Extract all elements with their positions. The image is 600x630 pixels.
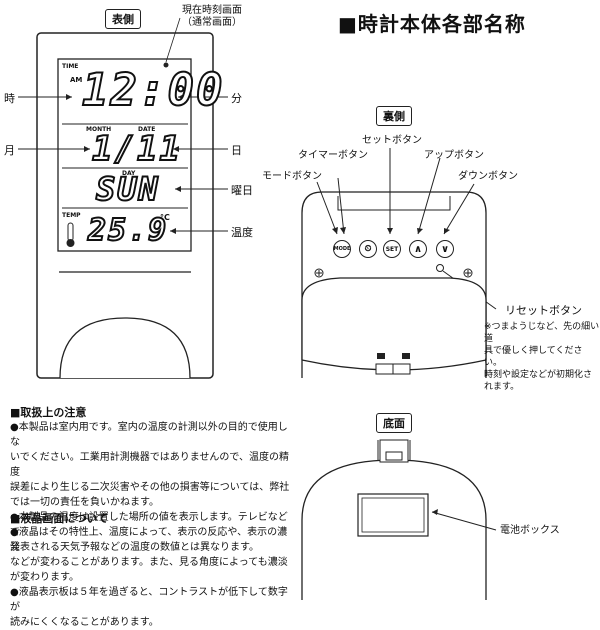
mode-button[interactable]: MODE	[333, 240, 351, 258]
handling-text: ●本製品は室内用です。室内の温度の計測以外の目的で使用しな いでください。工業用…	[10, 422, 290, 553]
battery-box-label: 電池ボックス	[500, 525, 560, 536]
front-label: 表側	[105, 9, 141, 29]
page-title: ■時計本体各部名称	[338, 12, 526, 36]
up-button[interactable]: ∧	[409, 240, 427, 258]
month-caption: MONTH	[86, 126, 112, 133]
down-button-label: ダウンボタン	[458, 171, 518, 182]
handling-title: ■取扱上の注意	[10, 406, 87, 419]
current-time-label: 現在時刻画面	[182, 5, 242, 16]
lcd-notes-text: ●液晶はその特性上、温度によって、表示の反応や、表示の濃淡 などが変わることがあ…	[10, 527, 288, 628]
up-button-label: アップボタン	[424, 150, 484, 161]
minute-callout: 分	[231, 92, 242, 105]
normal-screen-label: （通常画面）	[182, 17, 242, 28]
day-display: SUN	[95, 170, 160, 208]
bottom-device-drawing	[301, 439, 497, 600]
temp-caption: TEMP	[62, 212, 81, 219]
set-button-label: セットボタン	[362, 135, 422, 146]
temp-display: 25.9	[87, 213, 169, 249]
day-callout: 日	[231, 144, 242, 157]
back-label: 裏側	[376, 106, 412, 126]
time-caption: TIME	[62, 63, 79, 70]
lcd-notes-title: ■液晶画面について	[10, 512, 109, 525]
month-callout: 月	[4, 144, 15, 157]
temp-unit: °C	[160, 213, 170, 222]
weekday-callout: 曜日	[231, 184, 253, 197]
set-button[interactable]: SET	[383, 240, 401, 258]
front-device-drawing	[18, 17, 228, 379]
mode-button-label: モードボタン	[262, 171, 322, 182]
temperature-callout: 温度	[231, 226, 253, 239]
hour-callout: 時	[4, 92, 15, 105]
date-display: 1/11	[91, 129, 182, 169]
bottom-label: 底面	[376, 413, 412, 433]
ampm-indicator: AM	[70, 76, 83, 84]
reset-note: ※つまようじなど、先の細い道 具で優しく押してください。 時刻や設定などが初期化…	[484, 322, 600, 392]
down-button[interactable]: ∨	[436, 240, 454, 258]
day-caption: DAY	[122, 170, 136, 177]
timer-button-label: タイマーボタン	[298, 150, 368, 161]
reset-button-label: リセットボタン	[505, 304, 582, 317]
timer-button[interactable]: ⏲	[359, 240, 377, 258]
date-caption: DATE	[138, 126, 156, 133]
back-device-drawing	[301, 148, 497, 378]
time-display: 12:00	[81, 65, 225, 117]
